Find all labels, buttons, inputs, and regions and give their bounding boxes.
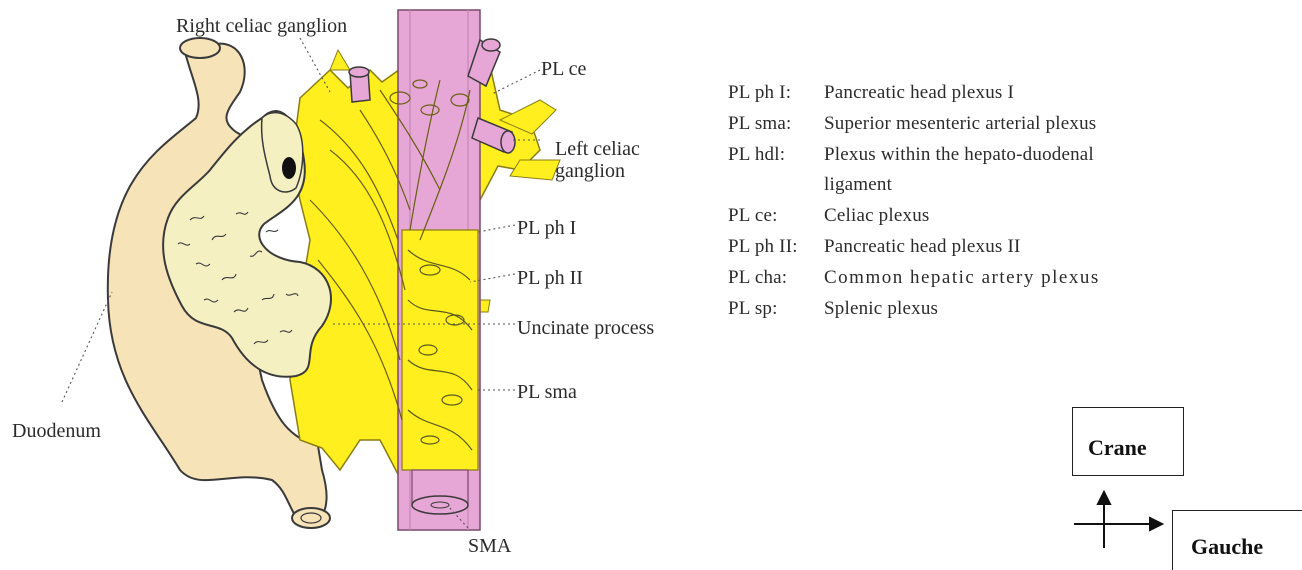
arrow-right-head: [1150, 518, 1162, 530]
legend-row: PL cha: Common hepatic artery plexus: [728, 263, 1154, 294]
legend-abbr: PL hdl:: [728, 140, 824, 171]
legend-row: PL ph I: Pancreatic head plexus I: [728, 78, 1154, 109]
label-uncinate-process: Uncinate process: [517, 318, 654, 338]
legend-row: PL sma: Superior mesenteric arterial ple…: [728, 109, 1154, 140]
legend-abbr: PL ce:: [728, 201, 824, 232]
duodenum-proximal-opening: [180, 38, 220, 58]
label-pl-ph-2: PL ph II: [517, 268, 583, 288]
label-duodenum: Duodenum: [12, 421, 101, 441]
legend-abbr: PL sma:: [728, 109, 824, 140]
legend-abbr: PL ph II:: [728, 232, 824, 263]
legend-row: PL ce: Celiac plexus: [728, 201, 1154, 232]
label-right-celiac-ganglion: Right celiac ganglion: [176, 16, 347, 36]
sma-plexus-overlay: [402, 230, 478, 470]
arrow-up-head: [1098, 492, 1110, 504]
duodenum-distal-opening: [292, 508, 330, 528]
label-sma: SMA: [468, 536, 511, 556]
papilla: [282, 157, 296, 179]
legend-row: PL sp: Splenic plexus: [728, 294, 1154, 325]
orientation-crane-label: Crane: [1088, 435, 1147, 460]
legend-desc: Plexus within the hepato-duodenal ligame…: [824, 140, 1154, 202]
anatomy-drawing: [0, 0, 700, 563]
orientation-gauche-label: Gauche: [1191, 534, 1263, 559]
legend-desc: Common hepatic artery plexus: [824, 263, 1154, 294]
label-left-celiac-ganglion: Left celiac ganglion: [555, 138, 675, 182]
legend-desc: Superior mesenteric arterial plexus: [824, 109, 1154, 140]
label-pl-sma: PL sma: [517, 382, 577, 402]
orientation-crane-box: Crane: [1072, 407, 1184, 476]
abbreviation-legend: PL ph I: Pancreatic head plexus I PL sma…: [728, 78, 1154, 324]
legend-row: PL hdl: Plexus within the hepato-duodena…: [728, 140, 1154, 202]
legend-abbr: PL sp:: [728, 294, 824, 325]
legend-desc: Celiac plexus: [824, 201, 1154, 232]
legend-abbr: PL ph I:: [728, 78, 824, 109]
legend-row: PL ph II: Pancreatic head plexus II: [728, 232, 1154, 263]
label-pl-ph-1: PL ph I: [517, 218, 576, 238]
legend-abbr: PL cha:: [728, 263, 824, 294]
legend-desc: Pancreatic head plexus II: [824, 232, 1154, 263]
orientation-gauche-box: Gauche: [1172, 510, 1302, 570]
legend-desc: Splenic plexus: [824, 294, 1154, 325]
legend-desc: Pancreatic head plexus I: [824, 78, 1154, 109]
orientation-arrows: [1068, 488, 1168, 568]
label-pl-ce: PL ce: [541, 59, 586, 79]
